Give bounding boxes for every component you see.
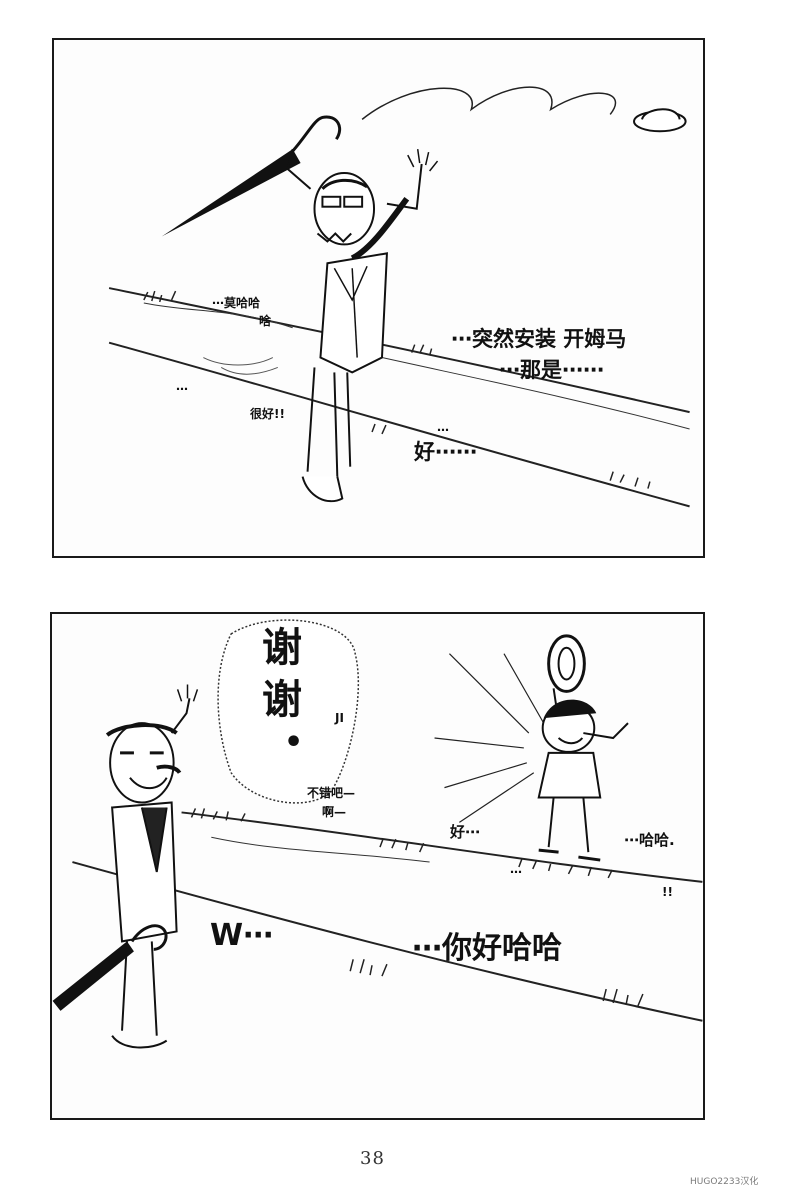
speech-nihao: ⋯你好哈哈	[412, 931, 562, 966]
speech-haha: ⋯哈哈.	[624, 831, 675, 849]
panel-top-artwork	[108, 86, 690, 508]
speech-hao: 好⋯⋯	[414, 440, 477, 464]
speech-xiexie-dot: •	[284, 725, 304, 760]
page-number: 38	[360, 1148, 385, 1169]
speech-w: W⋯	[210, 918, 274, 953]
watermark: HUGO2233汉化	[690, 1177, 759, 1187]
speech-hao: 好⋯	[450, 823, 481, 841]
speech-moha-2: 啥	[259, 314, 272, 328]
speech-xiexie-2: 谢	[262, 677, 302, 723]
speech-small-side: JI	[335, 711, 344, 725]
comic-panel-bottom: 谢 谢 • JI 不错吧— 啊— 好⋯ ⋯哈哈. !! ⋯ W⋯ ⋯你好哈哈	[50, 612, 705, 1120]
speech-dots: ⋯	[510, 865, 522, 879]
speech-moha: ⋯莫哈哈	[212, 296, 261, 310]
speech-exclaim: !!	[662, 885, 673, 899]
speech-main-line1: ⋯突然安装 开姆马	[451, 327, 627, 351]
panel-bottom-artwork	[52, 619, 703, 1049]
comic-panel-top: ⋯莫哈哈 啥 ⋯ 很好!! ⋯突然安装 开姆马 ⋯那是⋯⋯ ⋯ 好⋯⋯	[52, 38, 705, 558]
speech-dots: ⋯	[176, 382, 188, 396]
speech-bucuo-1: 不错吧—	[307, 786, 356, 800]
speech-hao-dots: ⋯	[437, 423, 449, 437]
speech-xiexie-1: 谢	[262, 625, 302, 671]
speech-hen-hao: 很好!!	[250, 407, 285, 421]
speech-bucuo-2: 啊—	[322, 805, 347, 819]
speech-main-line2: ⋯那是⋯⋯	[499, 358, 604, 382]
